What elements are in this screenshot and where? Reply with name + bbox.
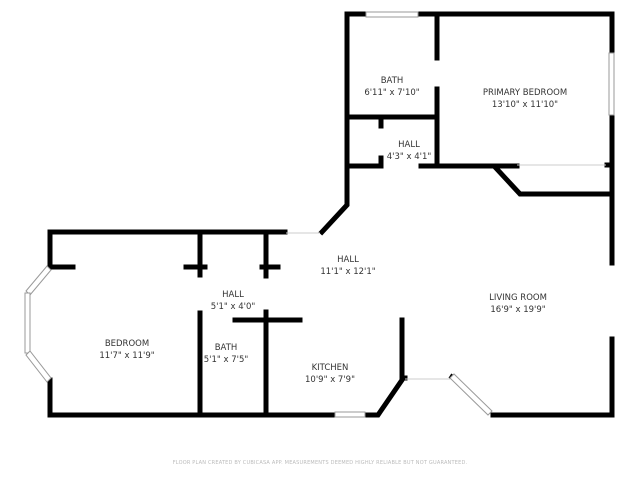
room-name: HALL [337,255,359,265]
room-living-room: LIVING ROOM 16'9" x 19'9" [489,292,547,316]
room-name: HALL [222,290,244,300]
wall [47,229,288,270]
room-name: BATH [380,76,404,86]
wall [490,336,615,418]
wall [344,155,384,169]
room-bedroom: BEDROOM 11'7" x 11'9" [99,338,154,362]
window [334,411,366,418]
wall [491,163,615,197]
room-size: 16'9" x 19'9" [490,305,546,315]
room-name: HALL [398,140,420,150]
window [449,373,493,416]
wall [362,317,405,418]
room-primary-bedroom: PRIMARY BEDROOM 13'10" x 11'10" [483,87,567,111]
room-name: BEDROOM [104,339,150,349]
room-name: PRIMARY BEDROOM [482,88,568,98]
room-size: 5'1" x 7'5" [203,355,249,365]
room-hall-upper: HALL 4'3" x 4'1" [387,139,432,163]
room-bath-upper: BATH 6'11" x 7'10" [364,75,419,99]
room-hall-left: HALL 5'1" x 4'0" [211,289,256,313]
window [25,265,52,296]
room-size: 13'10" x 11'10" [491,100,559,110]
footer-disclaimer: FLOOR PLAN CREATED BY CUBICASA APP. MEAS… [172,460,468,466]
room-size: 5'1" x 4'0" [210,302,256,312]
room-size: 10'9" x 7'9" [305,375,355,385]
room-hall-main: HALL 11'1" x 12'1" [320,254,375,278]
window [25,350,52,383]
room-size: 6'11" x 7'10" [364,88,420,98]
room-name: LIVING ROOM [489,293,547,303]
wall [47,377,338,418]
room-size: 11'1" x 12'1" [320,267,376,277]
window [365,11,419,18]
room-kitchen: KITCHEN 10'9" x 7'9" [305,362,355,386]
room-size: 11'7" x 11'9" [99,351,155,361]
wall [318,11,369,236]
room-name: KITCHEN [311,363,349,373]
window [608,52,615,116]
room-bath-lower: BATH 5'1" x 7'5" [204,342,249,366]
wall [415,11,615,56]
room-size: 4'3" x 4'1" [386,152,432,162]
window [24,292,31,354]
room-name: BATH [214,343,238,353]
